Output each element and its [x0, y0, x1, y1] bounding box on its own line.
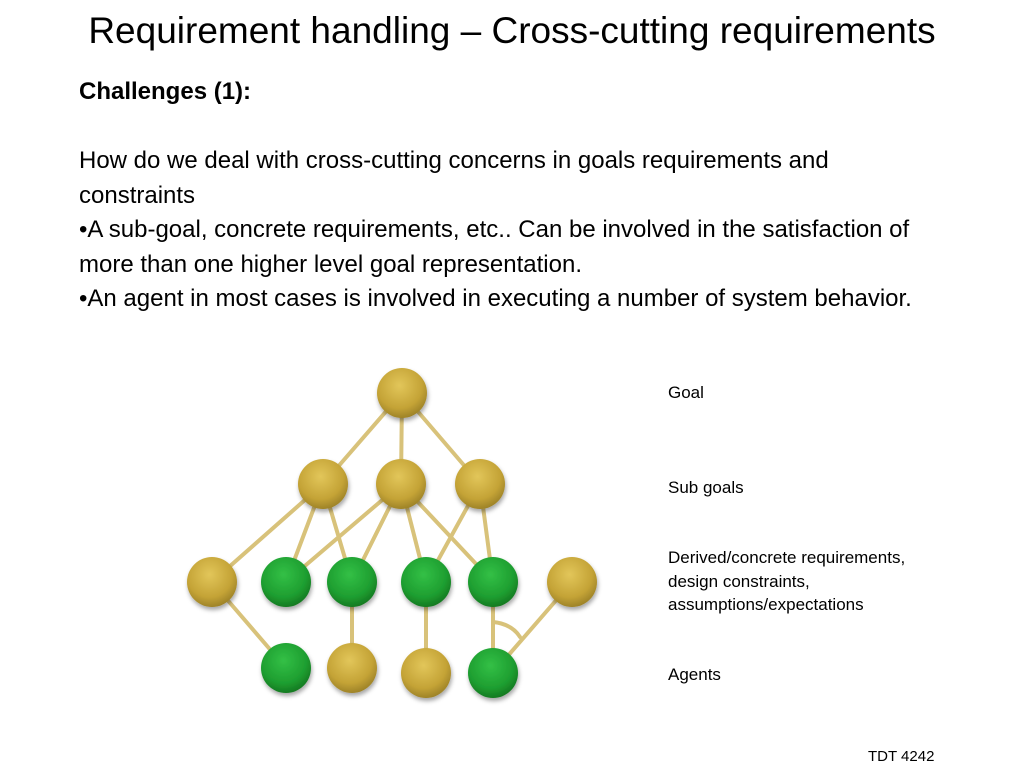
legend-subgoals: Sub goals [668, 478, 744, 497]
and-refinement-arc [491, 620, 522, 639]
slide-title: Requirement handling – Cross-cutting req… [88, 10, 936, 51]
subgoal-node [455, 459, 505, 509]
legend-agents: Agents [668, 665, 721, 684]
edge [284, 482, 403, 584]
agent-node [468, 648, 518, 698]
goal-node [377, 368, 427, 418]
intro-paragraph: How do we deal with cross-cutting concer… [79, 147, 829, 209]
bullet-2: •An agent in most cases is involved in e… [79, 285, 912, 312]
requirement-node [187, 557, 237, 607]
legend-requirements-line: design constraints, [668, 571, 810, 591]
bullet-1: •A sub-goal, concrete requirements, etc.… [79, 216, 910, 278]
requirement-node [401, 557, 451, 607]
legend-requirements-line: Derived/concrete requirements, [668, 548, 906, 567]
legend-requirements-line: assumptions/expectations [668, 595, 864, 614]
diagram-edges [210, 391, 574, 675]
challenges-heading: Challenges (1): [79, 78, 252, 105]
subgoal-node [376, 459, 426, 509]
diagram-nodes [187, 368, 597, 698]
agent-node [327, 643, 377, 693]
requirement-node [261, 557, 311, 607]
legend-requirements: Derived/concrete requirements, design co… [668, 546, 905, 617]
course-code: TDT 4242 [868, 748, 935, 765]
agent-node [401, 648, 451, 698]
requirement-node [468, 557, 518, 607]
legend-goal: Goal [668, 383, 704, 402]
agent-node [261, 643, 311, 693]
requirement-node [547, 557, 597, 607]
body-text: Challenges (1): How do we deal with cros… [79, 75, 939, 317]
subgoal-node [298, 459, 348, 509]
requirement-node [327, 557, 377, 607]
